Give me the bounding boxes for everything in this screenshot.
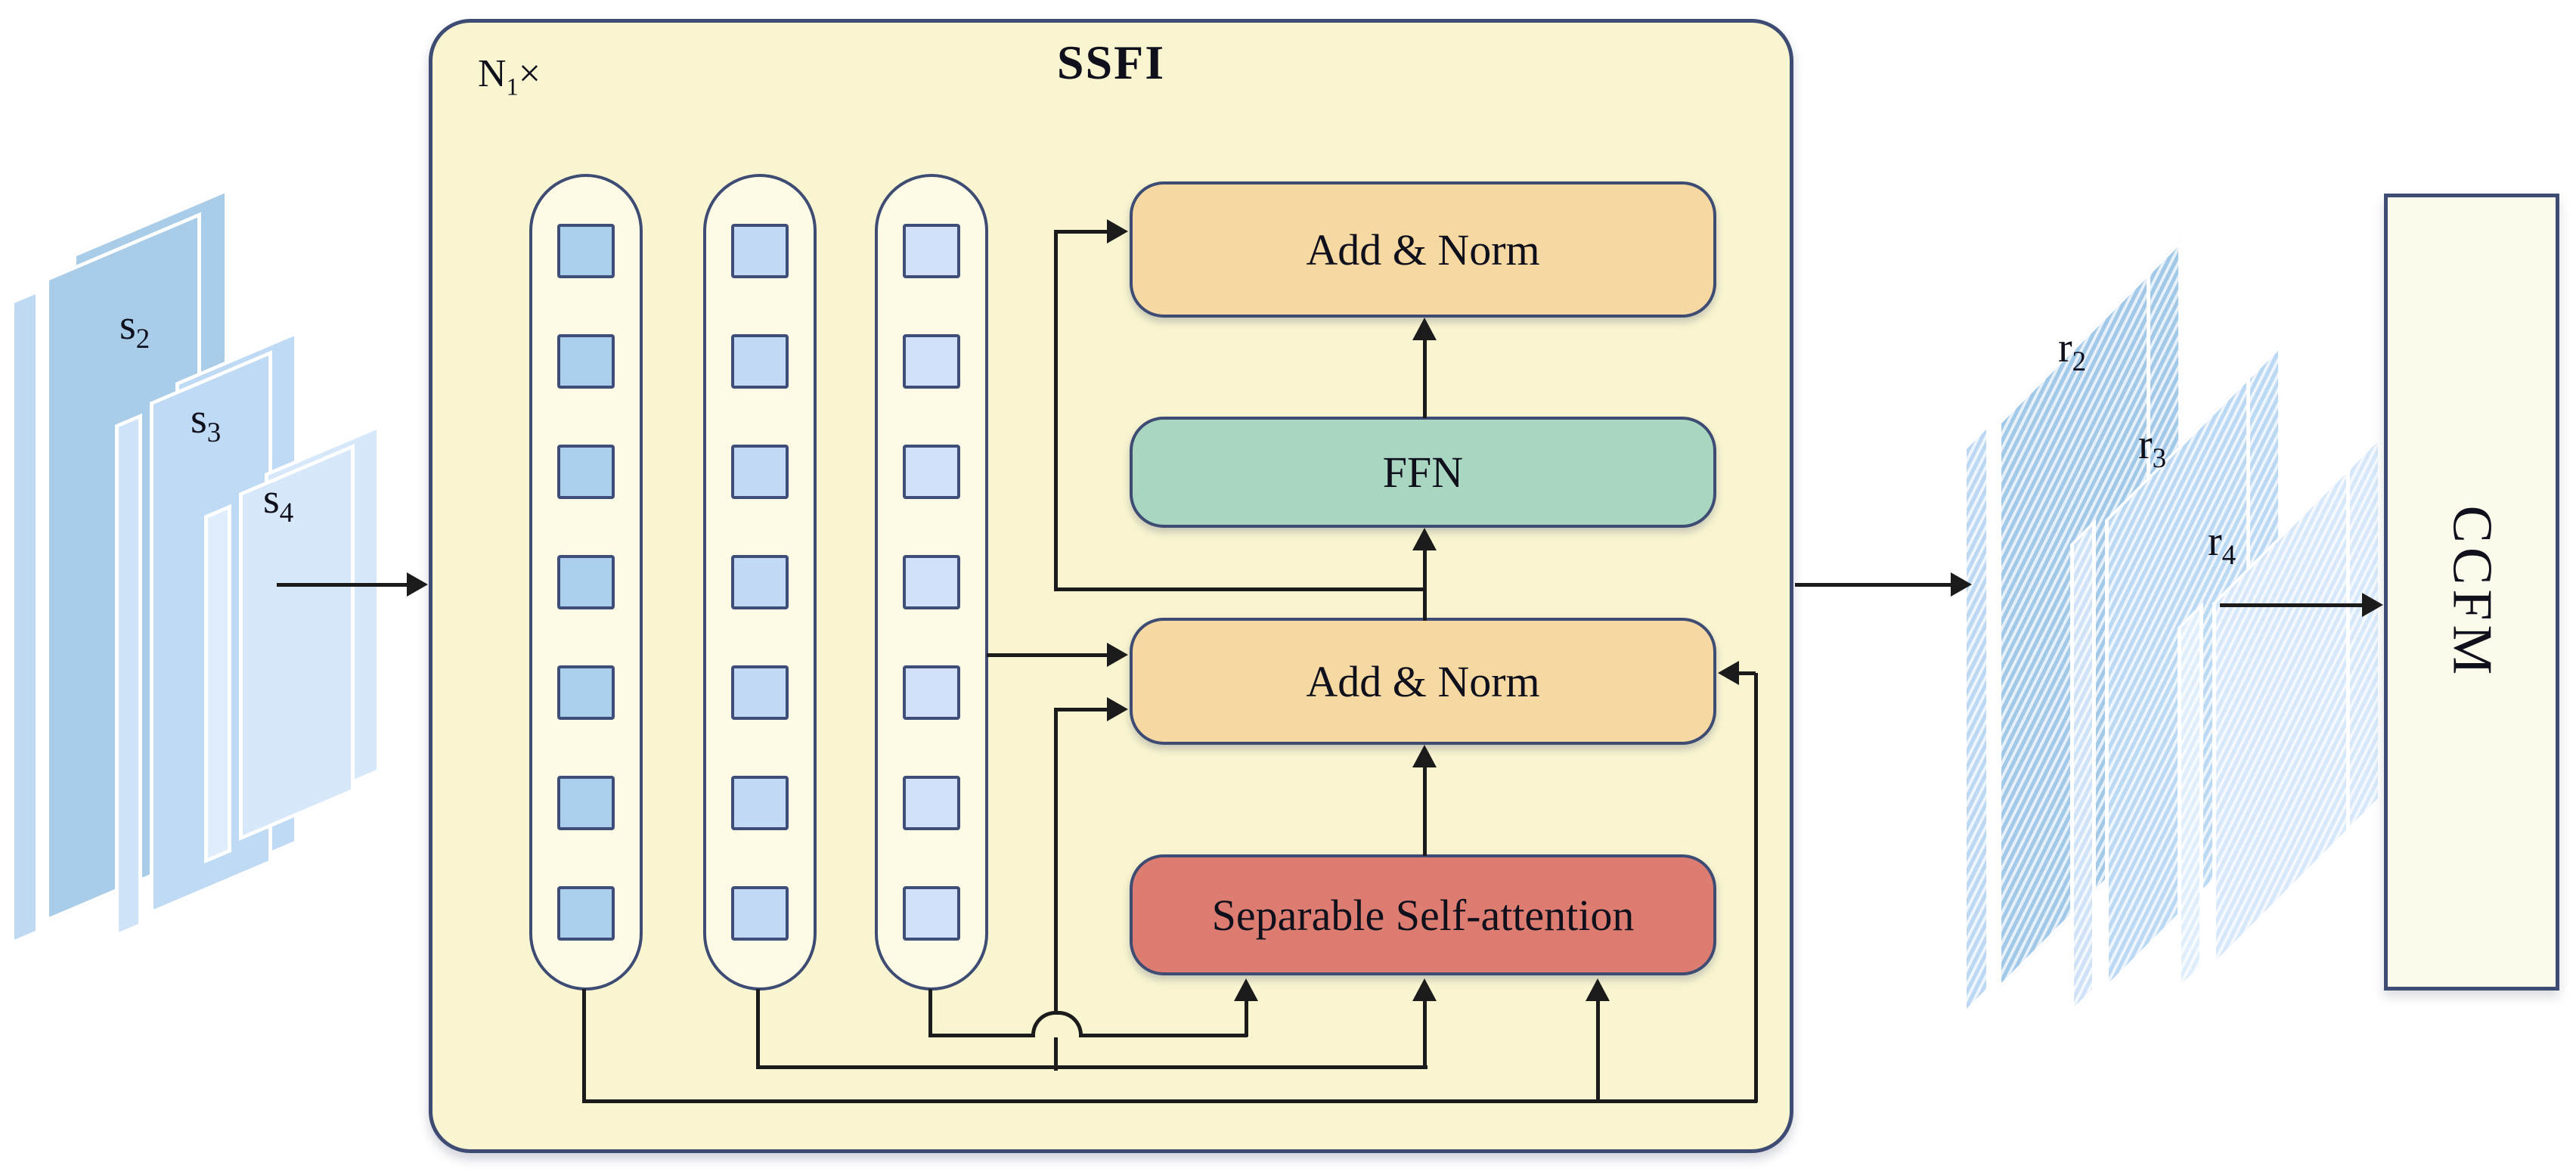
wire-attention-in-right <box>1596 1001 1600 1102</box>
s2-side-face <box>11 288 39 945</box>
token-column-2 <box>703 174 817 991</box>
add-norm-top-block: Add & Norm <box>1130 181 1716 318</box>
wire-col1-drop <box>582 989 586 1102</box>
wire-col3-route-a <box>928 1034 1035 1037</box>
ssfi-title: SSFI <box>1056 36 1166 89</box>
token-square <box>903 445 960 499</box>
arrowhead-add-norm-mid-1 <box>1107 643 1128 667</box>
attention-label: Separable Self-attention <box>1211 890 1635 940</box>
arrowhead-attention-in-mid <box>1412 978 1437 1001</box>
arrowhead-ffn-input <box>1412 528 1437 550</box>
label-s3: s3 <box>191 395 222 448</box>
label-s2: s2 <box>119 302 150 355</box>
wire-residual-riser-mid <box>1054 709 1058 1071</box>
token-square <box>557 665 615 720</box>
s4-side-face <box>204 504 231 863</box>
wire-residual-riser-top <box>1054 231 1058 591</box>
ccfm-label: CCFM <box>2441 505 2503 679</box>
wire-right-into-add-norm-mid <box>1734 671 1756 675</box>
label-s4: s4 <box>263 476 294 529</box>
token-square <box>557 224 615 278</box>
arrowhead-add-norm-mid-2 <box>1107 697 1128 721</box>
token-column-3 <box>875 174 988 991</box>
wire-col2-route <box>756 1065 1427 1069</box>
wire-col3-drop <box>928 989 932 1037</box>
wire-col3-route-b <box>1080 1034 1248 1037</box>
token-square <box>903 224 960 278</box>
token-square <box>731 334 789 389</box>
s4-front-face <box>239 444 355 841</box>
label-r3: r3 <box>2138 421 2167 474</box>
wire-ffn-branch <box>1054 588 1426 591</box>
label-r2: r2 <box>2058 324 2087 377</box>
ffn-block: FFN <box>1130 417 1716 528</box>
wire-attention-to-add-norm-mid <box>1423 766 1427 856</box>
s3-side-face <box>115 413 142 938</box>
label-r4: r4 <box>2208 518 2237 571</box>
wire-into-add-norm-top <box>1054 230 1110 234</box>
token-square <box>903 334 960 389</box>
r3-side-face <box>2070 519 2096 1015</box>
wire-input <box>277 583 407 587</box>
wire-ssfi-output <box>1795 583 1951 587</box>
repeat-count-label: N1× <box>478 52 541 101</box>
add-norm-mid-block: Add & Norm <box>1130 618 1716 745</box>
separable-self-attention-block: Separable Self-attention <box>1130 854 1716 975</box>
wire-attention-in-mid <box>1423 1001 1427 1068</box>
arrowhead-to-ccfm <box>2362 593 2383 617</box>
token-square <box>557 776 615 830</box>
token-square <box>557 886 615 941</box>
arrowhead-ffn-to-add-norm-top <box>1412 318 1437 340</box>
r4-side-face <box>2178 602 2203 992</box>
wire-col2-drop <box>756 989 760 1068</box>
token-column-1 <box>529 174 643 991</box>
arrowhead-input <box>407 572 428 597</box>
token-square <box>731 886 789 941</box>
wire-to-ccfm <box>2220 603 2364 607</box>
token-square <box>731 224 789 278</box>
token-square <box>903 776 960 830</box>
add-norm-mid-label: Add & Norm <box>1306 656 1540 706</box>
token-square <box>903 555 960 609</box>
wire-col3-to-add-norm-mid <box>987 653 1111 657</box>
wire-attention-in-left <box>1245 1001 1248 1037</box>
token-square <box>731 776 789 830</box>
token-square <box>557 555 615 609</box>
arrowhead-attention-output <box>1412 745 1437 767</box>
wire-into-add-norm-mid <box>1054 708 1111 712</box>
arrowhead-add-norm-mid-right <box>1718 661 1739 685</box>
token-square <box>731 445 789 499</box>
token-square <box>557 334 615 389</box>
ccfm-block: CCFM <box>2384 194 2559 991</box>
arrowhead-add-norm-top <box>1107 219 1128 243</box>
token-square <box>903 665 960 720</box>
add-norm-top-label: Add & Norm <box>1306 225 1540 274</box>
token-square <box>903 886 960 941</box>
arrowhead-ssfi-output <box>1951 572 1972 597</box>
arrowhead-attention-in-right <box>1586 978 1610 1001</box>
wire-ffn-to-add-norm-top <box>1423 340 1427 418</box>
wire-col1-route <box>582 1099 1757 1103</box>
token-square <box>557 445 615 499</box>
wire-right-riser <box>1754 673 1758 1102</box>
ffn-label: FFN <box>1382 448 1464 497</box>
token-square <box>731 555 789 609</box>
wire-ffn-input <box>1423 549 1427 621</box>
arrowhead-attention-in-left <box>1234 978 1258 1001</box>
r2-side-face <box>1963 422 1990 1016</box>
token-square <box>731 665 789 720</box>
